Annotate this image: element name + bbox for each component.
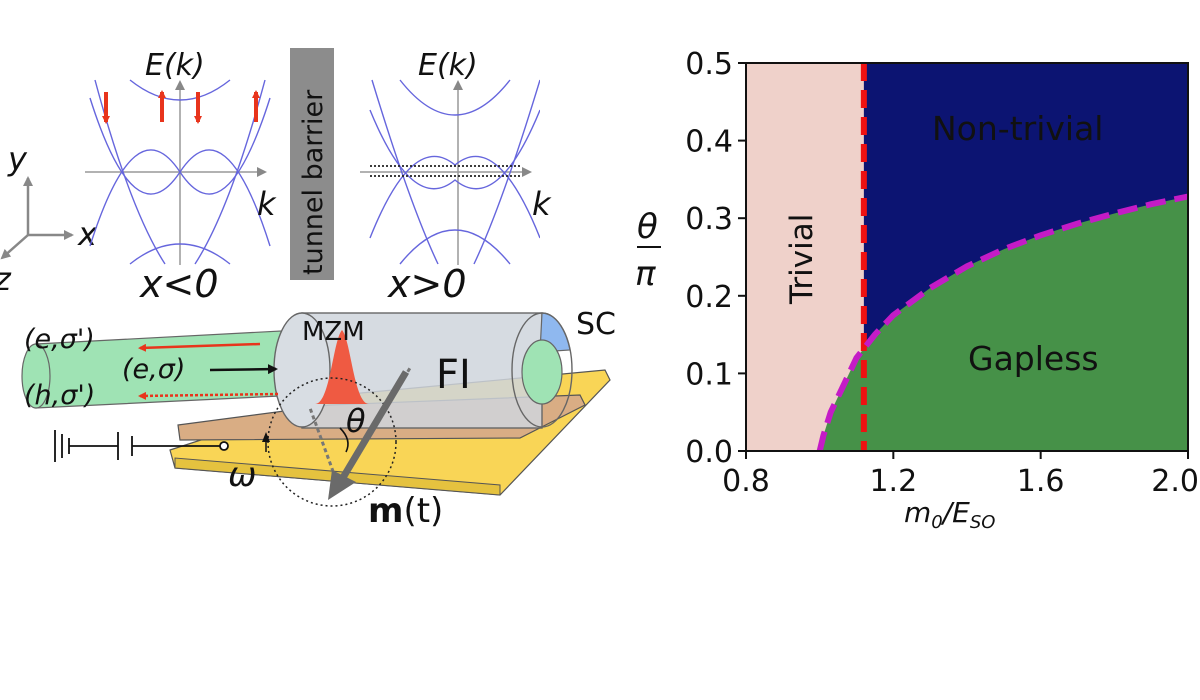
x-tick-label: 1.6 [1017,464,1065,499]
x-tick-label: 1.2 [869,464,917,499]
lead-label-outgoing: (e,σ') [24,324,95,355]
y-label-numerator: θ [637,207,658,247]
y-label-denominator: π [635,254,656,294]
band-left-ylabel: E(k) [145,48,205,83]
band-left-xlabel: k [257,185,277,223]
coordinate-axes: y x z [0,140,98,298]
region-label-gapless: Gapless [968,339,1099,378]
tunnel-barrier: tunnel barrier [290,48,334,280]
region-label-nontrivial: Non-trivial [932,109,1103,148]
region-gapless [819,196,1188,451]
band-left-caption: x<0 [139,262,219,306]
sc-label: SC [576,307,616,342]
y-tick-label: 0.0 [685,435,733,470]
y-tick-label: 0.2 [685,280,733,315]
axis-y-label: y [7,140,28,178]
left-panel: y x z E(k) k x<0 [0,48,616,531]
y-axis-ticks: 0.0 0.1 0.2 0.3 0.4 0.5 [685,47,746,470]
mzm-label: MZM [302,317,365,347]
region-label-trivial: Trivial [784,214,820,305]
reflected-hole-arrow [138,391,279,400]
battery-source [54,430,229,462]
x-axis-ticks: 0.8 1.2 1.6 2.0 [722,451,1199,499]
x-tick-label: 0.8 [722,464,770,499]
theta-label: θ [346,402,366,440]
outgoing-electron-arrow [138,342,261,352]
mzm-peak [315,330,369,404]
y-tick-label: 0.4 [685,125,733,160]
device: MZM FI SC (e,σ') (e,σ) (h,σ') θ ω m(t) [21,307,616,531]
y-axis-label: θ π [635,207,661,294]
band-curves-right [369,79,540,265]
barrier-label: tunnel barrier [298,89,329,275]
lead-label-hole: (h,σ') [24,380,95,411]
magnetization-arrow [334,370,410,488]
y-tick-label: 0.3 [685,202,733,237]
band-diagram-left: E(k) k x<0 [85,48,277,306]
band-right-caption: x>0 [387,262,467,306]
y-tick-label: 0.5 [685,47,733,82]
band-right-xlabel: k [532,185,552,223]
boundary-gapless [816,193,1189,452]
fi-label: FI [436,352,471,398]
band-right-ylabel: E(k) [418,48,478,83]
lead-label-incoming: (e,σ) [122,354,185,385]
y-tick-label: 0.1 [685,357,733,392]
axis-x-label: x [77,215,98,253]
incoming-electron-arrow [209,364,278,375]
x-tick-label: 2.0 [1151,464,1199,499]
omega-label: ω [228,455,256,495]
magnetization-label: m(t) [368,491,443,531]
plot-frame [745,62,1189,452]
x-axis-label: m0/ESO [904,496,995,533]
band-diagram-right: E(k) k x>0 [360,48,552,306]
axis-z-label: z [0,260,12,298]
